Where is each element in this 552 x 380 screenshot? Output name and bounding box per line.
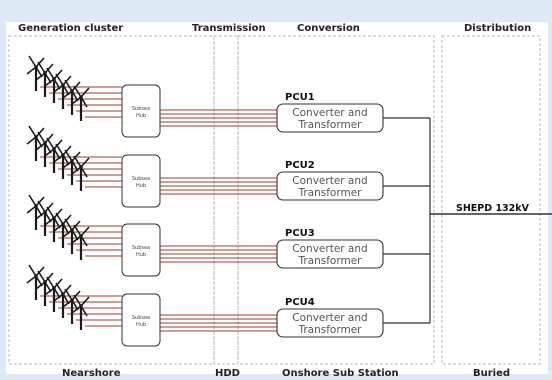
header-transmission: Transmission — [192, 23, 266, 34]
converter-text: Converter and — [292, 107, 367, 119]
pcu-label: PCU2 — [285, 160, 315, 171]
turbine-icon — [71, 224, 122, 260]
turbine-group-3 — [26, 194, 122, 260]
turbine-icon — [71, 85, 122, 121]
turbine-icon — [71, 294, 122, 330]
hub-label: Hub — [136, 183, 146, 189]
generation-section-box — [8, 35, 215, 365]
hub-label: Hub — [136, 113, 146, 119]
header-distribution: Distribution — [464, 23, 531, 34]
turbine-group-1 — [26, 55, 122, 121]
pcu-label: PCU3 — [285, 228, 315, 239]
transformer-text: Transformer — [297, 119, 362, 131]
turbine-array — [26, 55, 122, 330]
converter-text: Converter and — [292, 175, 367, 187]
hub-label: Subsea — [132, 315, 150, 321]
converter-text: Converter and — [292, 243, 367, 255]
turbine-icon — [44, 67, 122, 103]
turbine-group-2 — [26, 125, 122, 191]
footer-onshore-sub-station: Onshore Sub Station — [282, 368, 399, 379]
export-cable-set-4 — [160, 314, 277, 332]
header-generation: Generation cluster — [18, 23, 123, 34]
hub-label: Hub — [136, 252, 146, 258]
grid-connection-label: SHEPD 132kV — [456, 203, 530, 214]
transmission-section-box — [213, 35, 239, 365]
turbine-icon — [53, 143, 122, 179]
turbine-icon — [35, 131, 122, 167]
hub-label: Hub — [136, 322, 146, 328]
turbine-icon — [44, 276, 122, 312]
hub-label: Subsea — [132, 106, 150, 112]
export-cable-set-2 — [160, 177, 277, 195]
collector-bus — [429, 118, 552, 323]
footer-buried: Buried — [473, 368, 510, 379]
footer-nearshore: Nearshore — [62, 368, 121, 379]
transformer-text: Transformer — [297, 255, 362, 267]
export-cables — [160, 109, 277, 332]
hub-label: Subsea — [132, 176, 150, 182]
header-conversion: Conversion — [297, 23, 360, 34]
turbine-group-4 — [26, 264, 122, 330]
transformer-text: Transformer — [297, 187, 362, 199]
export-cable-set-3 — [160, 245, 277, 263]
hub-label: Subsea — [132, 245, 150, 251]
footer-hdd: HDD — [215, 368, 240, 379]
converter-text: Converter and — [292, 312, 367, 324]
distribution-section-box — [441, 35, 541, 365]
pcu-label: PCU4 — [285, 297, 315, 308]
pcu-label: PCU1 — [285, 92, 315, 103]
transformer-text: Transformer — [297, 324, 362, 336]
export-cable-set-1 — [160, 109, 277, 127]
conversion-section-box — [237, 35, 435, 365]
turbine-icon — [71, 155, 122, 191]
